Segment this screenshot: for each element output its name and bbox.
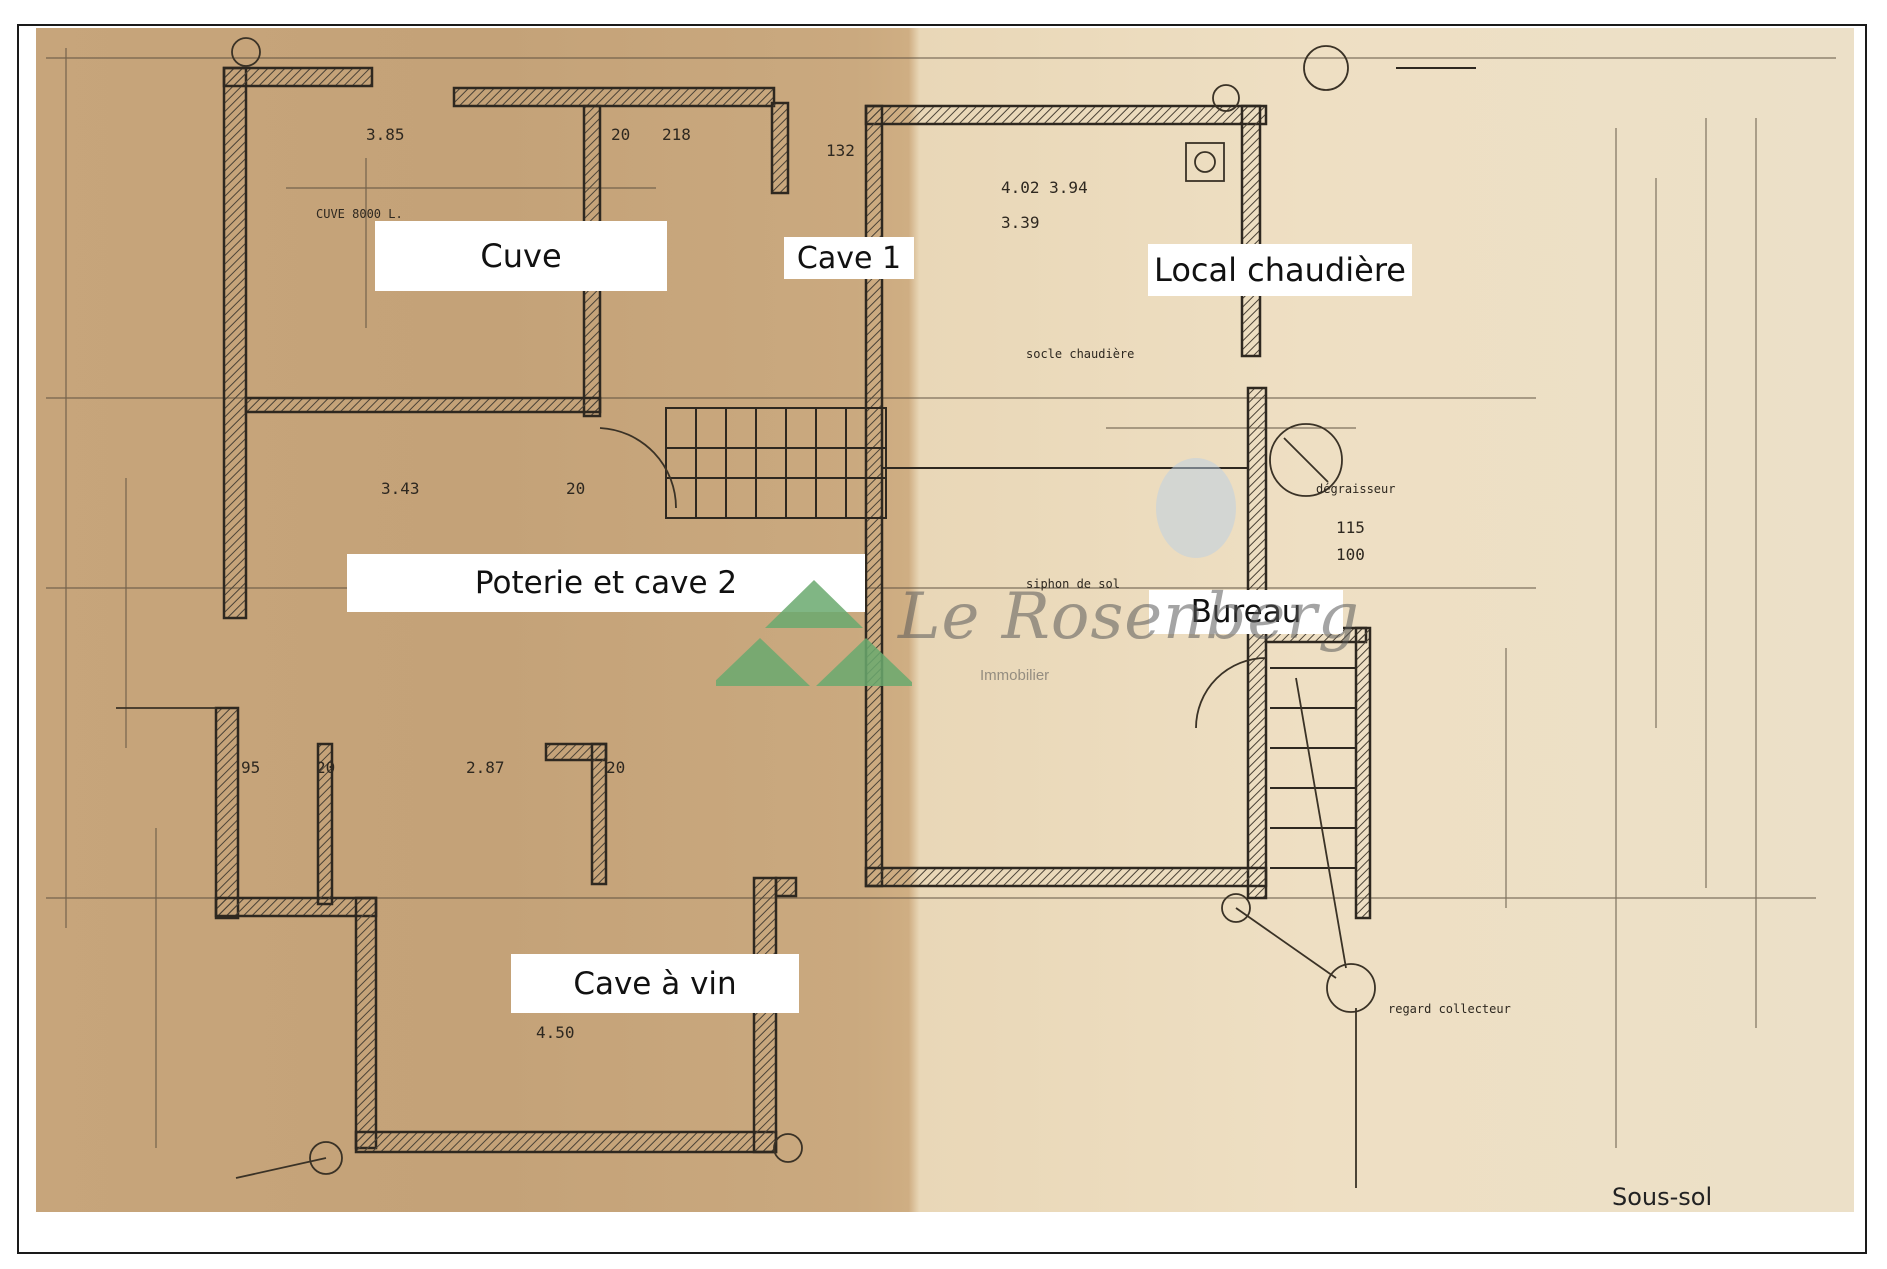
svg-text:132: 132: [826, 141, 855, 160]
svg-text:dégraisseur: dégraisseur: [1316, 482, 1395, 496]
logo-triangle-top: [765, 580, 863, 628]
fixtures: [116, 37, 1376, 1188]
dim-mark: 3.85: [366, 125, 405, 144]
watermark-tagline: Immobilier: [980, 667, 1050, 684]
room-label-bureau: Bureau: [1149, 590, 1343, 634]
svg-text:4.02 3.94: 4.02 3.94: [1001, 178, 1088, 197]
room-label-cave-a-vin: Cave à vin: [511, 954, 799, 1013]
floor-plan-photo: 3.85 CUVE 8000 L. 20 218 132 4.02 3.94 3…: [36, 28, 1854, 1212]
svg-text:3.43: 3.43: [381, 479, 420, 498]
svg-text:siphon de sol: siphon de sol: [1026, 577, 1120, 591]
logo-triangle-right: [816, 638, 912, 686]
room-label-poterie-cave-2: Poterie et cave 2: [347, 554, 865, 612]
stain: [1156, 458, 1236, 558]
svg-text:20: 20: [316, 758, 335, 777]
svg-text:regard collecteur: regard collecteur: [1388, 1002, 1511, 1016]
plan-caption: Sous-sol: [1612, 1183, 1713, 1211]
svg-text:3.39: 3.39: [1001, 213, 1040, 232]
svg-text:20: 20: [611, 125, 630, 144]
svg-text:2.87: 2.87: [466, 758, 505, 777]
watermark-logo-icon: [716, 580, 912, 686]
svg-text:100: 100: [1336, 545, 1365, 564]
plan-dimension-marks: 3.85 CUVE 8000 L. 20 218 132 4.02 3.94 3…: [241, 125, 1511, 1042]
svg-text:218: 218: [662, 125, 691, 144]
room-label-cave-1: Cave 1: [784, 237, 914, 279]
room-label-cuve: Cuve: [375, 221, 667, 291]
svg-text:CUVE 8000 L.: CUVE 8000 L.: [316, 207, 403, 221]
logo-triangle-left: [716, 638, 810, 686]
stairs: [665, 67, 1476, 869]
svg-text:20: 20: [606, 758, 625, 777]
room-label-local-chaudiere: Local chaudière: [1148, 244, 1412, 296]
svg-text:95: 95: [241, 758, 260, 777]
watermark-brand: Le Rosenberg: [898, 580, 1360, 654]
svg-text:4.50: 4.50: [536, 1023, 575, 1042]
svg-text:20: 20: [566, 479, 585, 498]
svg-text:socle chaudière: socle chaudière: [1026, 347, 1134, 361]
svg-text:115: 115: [1336, 518, 1365, 537]
